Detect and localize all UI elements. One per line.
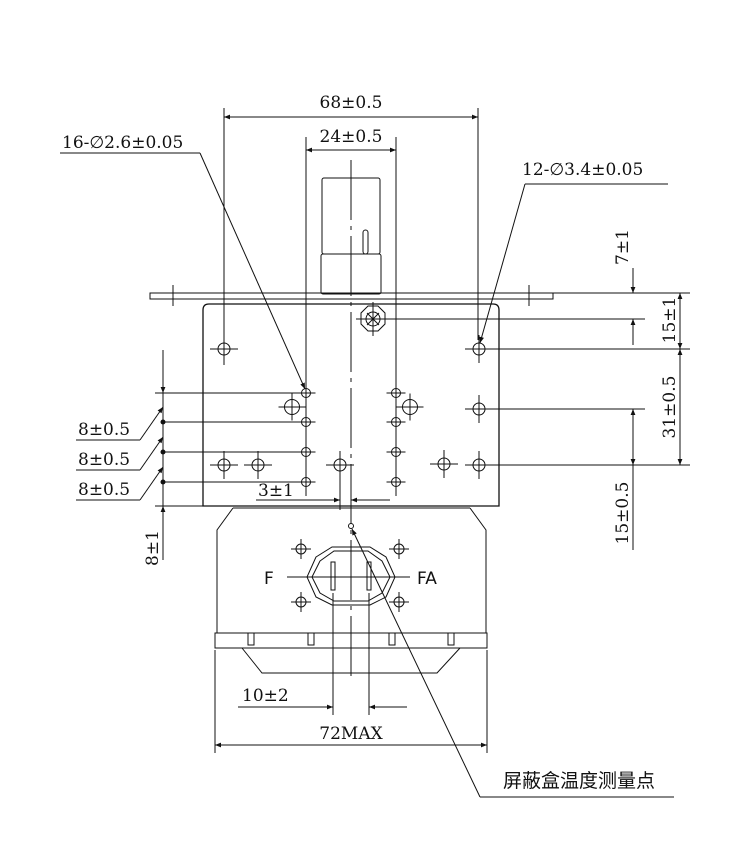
hole-icon bbox=[291, 592, 311, 612]
dim-10: 10±2 bbox=[238, 593, 407, 715]
temperature-point-annotation: 屏蔽盒温度测量点 bbox=[351, 528, 674, 798]
terminal-connector: F FA bbox=[264, 523, 437, 606]
dim-24: 24±0.5 bbox=[305, 127, 397, 496]
dim-72-label: 72MAX bbox=[319, 724, 383, 744]
bolt-icon bbox=[356, 302, 390, 336]
hole-icon bbox=[210, 451, 238, 479]
hole-icon bbox=[278, 393, 306, 421]
leader-12-holes: 12-∅3.4±0.05 bbox=[479, 160, 668, 344]
holes-12-label: 12-∅3.4±0.05 bbox=[522, 160, 643, 180]
terminal-fa-label: FA bbox=[417, 569, 437, 589]
dim-15a-label: 15±1 bbox=[660, 297, 680, 344]
left-dimensions: 8±0.5 8±0.5 8±0.5 8±1 bbox=[76, 350, 306, 566]
dim-31-label: 31±0.5 bbox=[660, 376, 680, 439]
dim-8-1-label: 8±1 bbox=[143, 530, 163, 566]
hole-icon bbox=[389, 592, 409, 612]
hole-icon bbox=[430, 450, 458, 478]
right-dimensions: 7±1 15±1 31±0.5 15±0.5 bbox=[385, 229, 690, 550]
dim-8c-label: 8±0.5 bbox=[78, 480, 130, 500]
hole-icon bbox=[396, 393, 424, 421]
temperature-point-label: 屏蔽盒温度测量点 bbox=[503, 770, 655, 792]
holes-16-label: 16-∅2.6±0.05 bbox=[62, 133, 183, 153]
hole-icon bbox=[291, 539, 311, 559]
dim-8a-label: 8±0.5 bbox=[78, 420, 130, 440]
terminal-f-label: F bbox=[264, 569, 274, 589]
dim-68-label: 68±0.5 bbox=[320, 93, 383, 113]
leader-16-holes: 16-∅2.6±0.05 bbox=[60, 133, 306, 390]
dim-24-label: 24±0.5 bbox=[320, 127, 383, 147]
dim-15b-label: 15±0.5 bbox=[613, 482, 633, 545]
dim-68: 68±0.5 bbox=[223, 93, 479, 365]
dim-3-label: 3±1 bbox=[258, 481, 294, 501]
lower-body bbox=[214, 507, 488, 674]
dim-3: 3±1 bbox=[256, 470, 390, 510]
dim-10-label: 10±2 bbox=[242, 686, 289, 706]
dim-72: 72MAX bbox=[214, 650, 488, 753]
hole-icon bbox=[389, 539, 409, 559]
hole-icon bbox=[244, 451, 272, 479]
dim-7-label: 7±1 bbox=[613, 229, 633, 265]
dim-8b-label: 8±0.5 bbox=[78, 450, 130, 470]
connector-holes bbox=[291, 539, 409, 612]
